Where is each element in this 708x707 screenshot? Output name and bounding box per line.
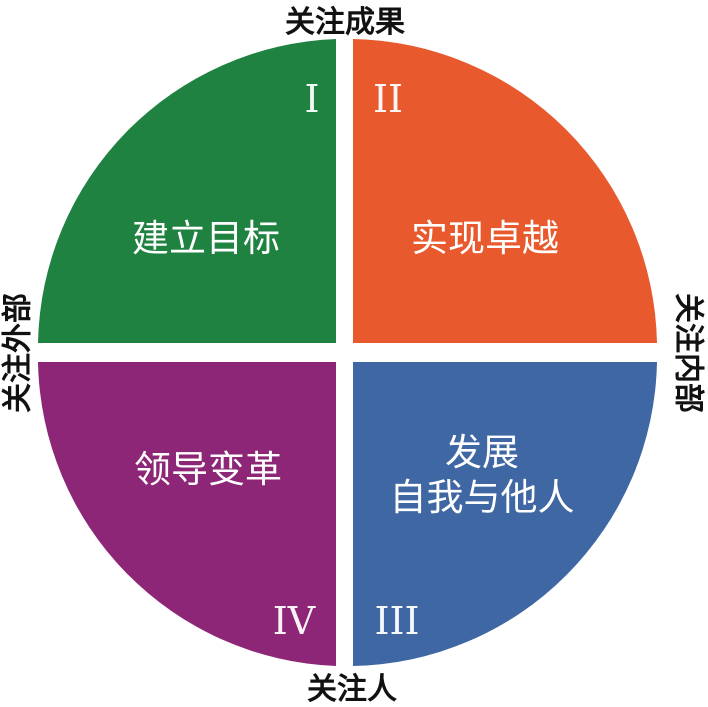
quadrant-develop-self-and-others [353,362,657,666]
label-achieve-excellence: 实现卓越 [411,217,559,260]
quadrant-lead-change [38,362,336,666]
label-self-and-others: 自我与他人 [390,476,575,519]
quadrant-achieve-excellence [353,39,657,343]
axis-label-right: 关注内部 [671,293,706,413]
label-set-goals: 建立目标 [132,217,280,260]
axis-label-top: 关注成果 [285,5,405,40]
axis-label-left: 关注外部 [1,293,36,413]
numeral-tr: II [373,77,403,121]
label-lead-change: 领导变革 [134,448,282,491]
label-develop: 发展 [445,431,519,474]
numeral-bl: IV [273,599,316,643]
numeral-tl: I [304,77,319,121]
axis-label-bottom: 关注人 [307,672,397,707]
quadrant-set-goals [38,39,336,343]
numeral-br: III [374,599,419,643]
